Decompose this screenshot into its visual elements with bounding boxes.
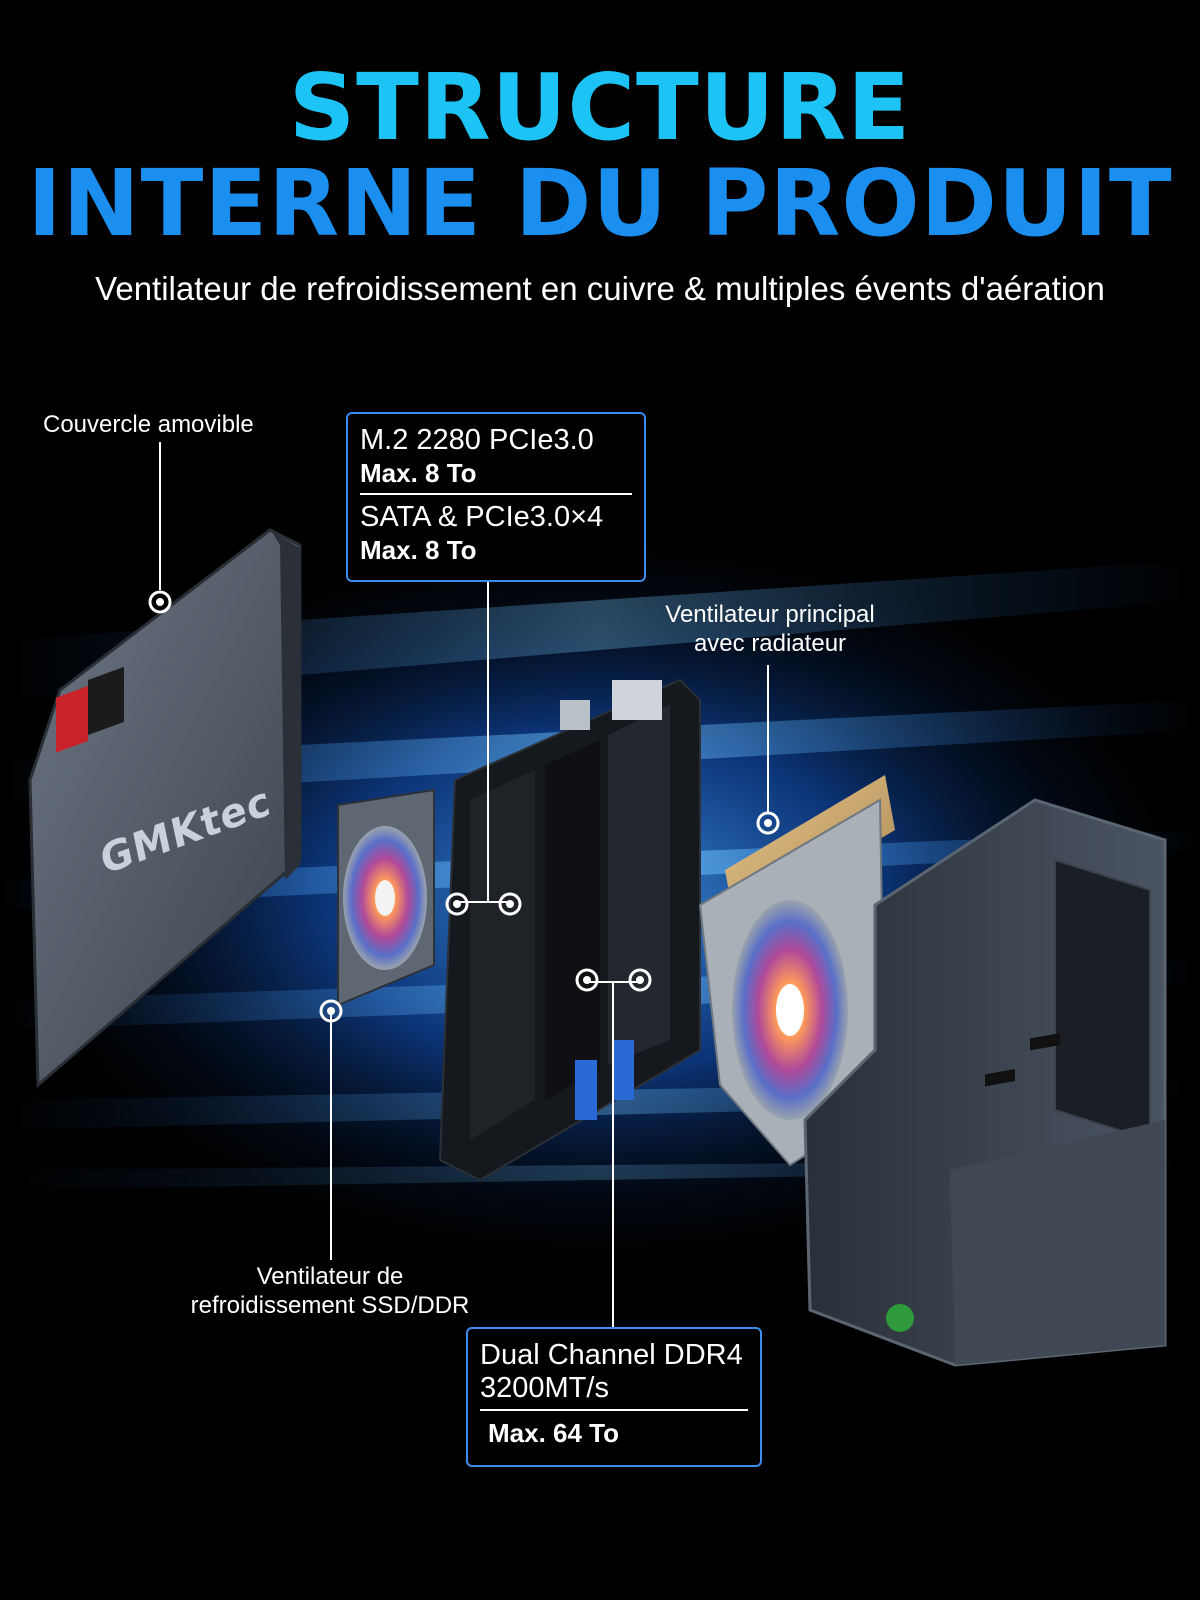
memory-spec-line2: 3200MT/s xyxy=(480,1372,609,1404)
callout-leader-lines xyxy=(159,442,769,1327)
page-title-line2: INTERNE DU PRODUIT xyxy=(27,150,1173,257)
ssd-fan-callout-label: Ventilateur de refroidissement SSD/DDR xyxy=(170,1262,490,1320)
main-fan-label-line1: Ventilateur principal xyxy=(665,601,875,628)
memory-spec-line1: Dual Channel DDR4 xyxy=(480,1339,743,1371)
m2-spec-capacity: Max. 8 To xyxy=(360,458,477,488)
memory-spec-divider xyxy=(480,1409,748,1411)
main-fan-heatsink xyxy=(698,775,895,1167)
sata-marker-icon xyxy=(498,892,522,916)
ram-marker-icon xyxy=(575,968,599,992)
ram-marker-2-icon xyxy=(628,968,652,992)
ssd-ddr-fan xyxy=(337,788,435,1007)
processor-sticker xyxy=(56,666,124,753)
main-fan-marker-icon xyxy=(756,811,780,835)
sata-spec-capacity: Max. 8 To xyxy=(360,535,477,565)
ssd-fan-marker-icon xyxy=(319,999,343,1023)
m2-spec-title: M.2 2280 PCIe3.0 xyxy=(360,424,594,456)
lid-callout-label: Couvercle amovible xyxy=(43,411,254,438)
sata-spec-title: SATA & PCIe3.0×4 xyxy=(360,501,604,533)
motherboard xyxy=(438,678,701,1182)
page-title-line1: STRUCTURE xyxy=(288,54,912,161)
memory-spec-capacity: Max. 64 To xyxy=(488,1418,620,1448)
main-fan-label-line2: avec radiateur xyxy=(693,630,847,657)
removable-lid xyxy=(28,528,302,1089)
memory-spec-box: Dual Channel DDR4 3200MT/s Max. 64 To xyxy=(466,1327,762,1467)
storage-spec-box: M.2 2280 PCIe3.0 Max. 8 To SATA & PCIe3.… xyxy=(346,412,646,582)
callout-markers xyxy=(148,590,780,1023)
power-button-icon xyxy=(886,1304,914,1332)
page-subtitle: Ventilateur de refroidissement en cuivre… xyxy=(95,270,1105,307)
ssd-fan-label-line2: refroidissement SSD/DDR xyxy=(190,1292,470,1319)
case-body xyxy=(803,798,1167,1367)
main-fan-callout-label: Ventilateur principal avec radiateur xyxy=(620,600,920,658)
storage-spec-divider xyxy=(360,493,632,495)
lid-marker-icon xyxy=(148,590,172,614)
ssd-fan-label-line1: Ventilateur de xyxy=(256,1263,404,1290)
m2-marker-icon xyxy=(445,892,469,916)
